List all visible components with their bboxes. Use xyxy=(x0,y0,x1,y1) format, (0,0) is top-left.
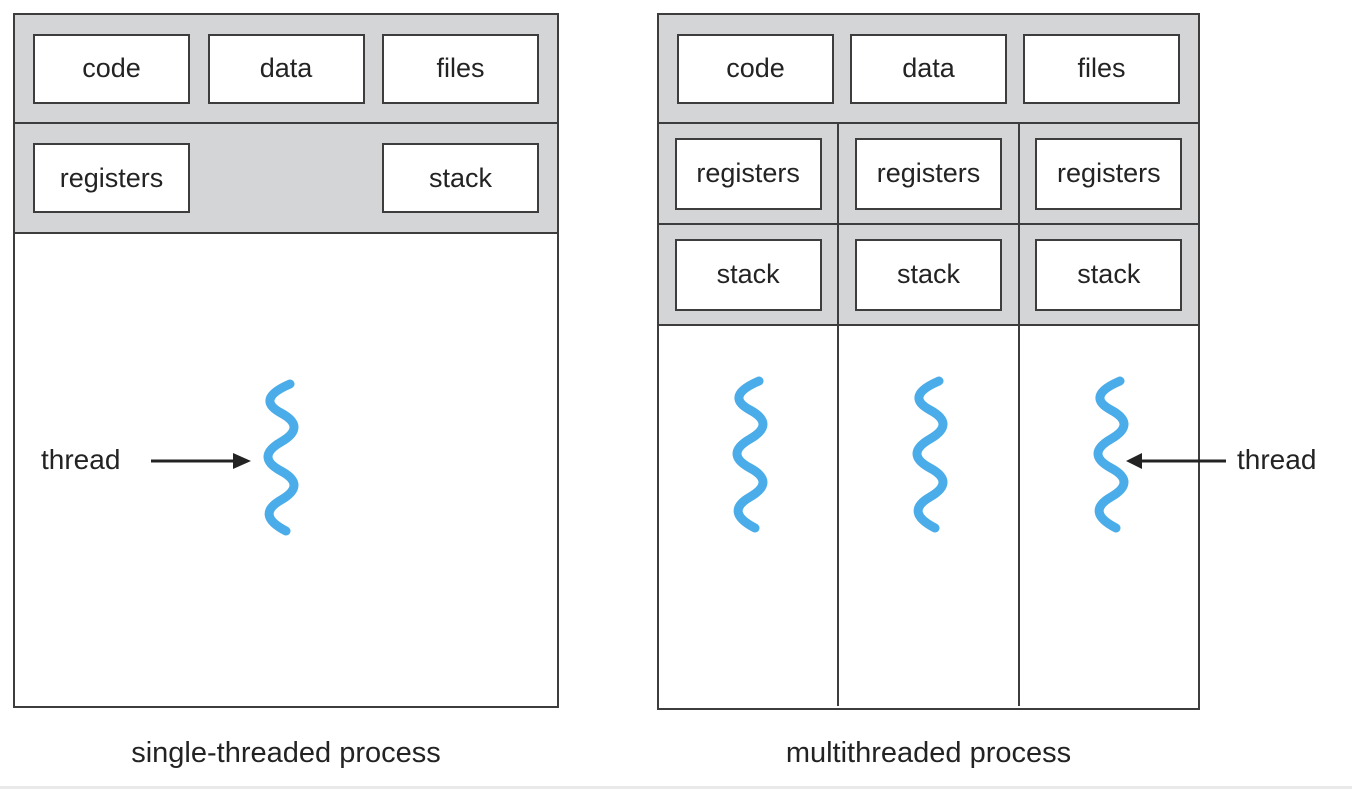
stack-cell: stack xyxy=(839,225,1018,326)
data-box: data xyxy=(207,33,365,104)
registers-cell: registers xyxy=(1019,124,1198,225)
single-threaded-process-diagram: code data files registers stack xyxy=(13,13,559,708)
thread-column-1: registers stack xyxy=(659,124,840,706)
stack-box: stack xyxy=(1035,238,1183,311)
data-box: data xyxy=(850,33,1007,104)
thread-squiggle-icon xyxy=(732,376,768,533)
arrow-left-icon xyxy=(1126,453,1226,469)
registers-box: registers xyxy=(674,137,822,210)
thread-body xyxy=(659,326,838,706)
thread-squiggle-icon xyxy=(263,379,299,536)
stack-box: stack xyxy=(382,143,539,213)
thread-column-3: registers stack xyxy=(1019,124,1198,706)
thread-body xyxy=(1019,326,1198,706)
thread-squiggle-icon xyxy=(913,376,948,533)
shared-resources-row: code data files xyxy=(659,15,1198,124)
files-box: files xyxy=(382,33,539,104)
bottom-rule xyxy=(0,786,1352,789)
registers-cell: registers xyxy=(839,124,1018,225)
thread-label: thread xyxy=(41,444,121,475)
thread-body xyxy=(839,326,1018,706)
files-box: files xyxy=(1023,33,1180,104)
thread-column-2: registers stack xyxy=(839,124,1020,706)
thread-state-row: registers stack xyxy=(15,124,557,234)
stack-cell: stack xyxy=(659,225,838,326)
code-box: code xyxy=(33,33,190,104)
registers-cell: registers xyxy=(659,124,838,225)
stack-cell: stack xyxy=(1019,225,1198,326)
multithreaded-process-diagram: code data files registers stack xyxy=(657,13,1200,710)
stack-box: stack xyxy=(674,238,822,311)
thread-columns: registers stack registers stack xyxy=(659,124,1198,706)
process-body xyxy=(15,234,557,704)
registers-box: registers xyxy=(33,143,190,213)
stack-box: stack xyxy=(854,238,1002,311)
caption-single-threaded: single-threaded process xyxy=(131,737,441,769)
registers-box: registers xyxy=(1035,137,1183,210)
thread-label: thread xyxy=(1237,444,1317,475)
caption-multithreaded: multithreaded process xyxy=(785,737,1072,769)
registers-box: registers xyxy=(854,137,1002,210)
code-box: code xyxy=(677,33,834,104)
shared-resources-row: code data files xyxy=(15,15,557,124)
thread-squiggle-icon xyxy=(1093,376,1129,533)
arrow-right-icon xyxy=(151,453,251,469)
